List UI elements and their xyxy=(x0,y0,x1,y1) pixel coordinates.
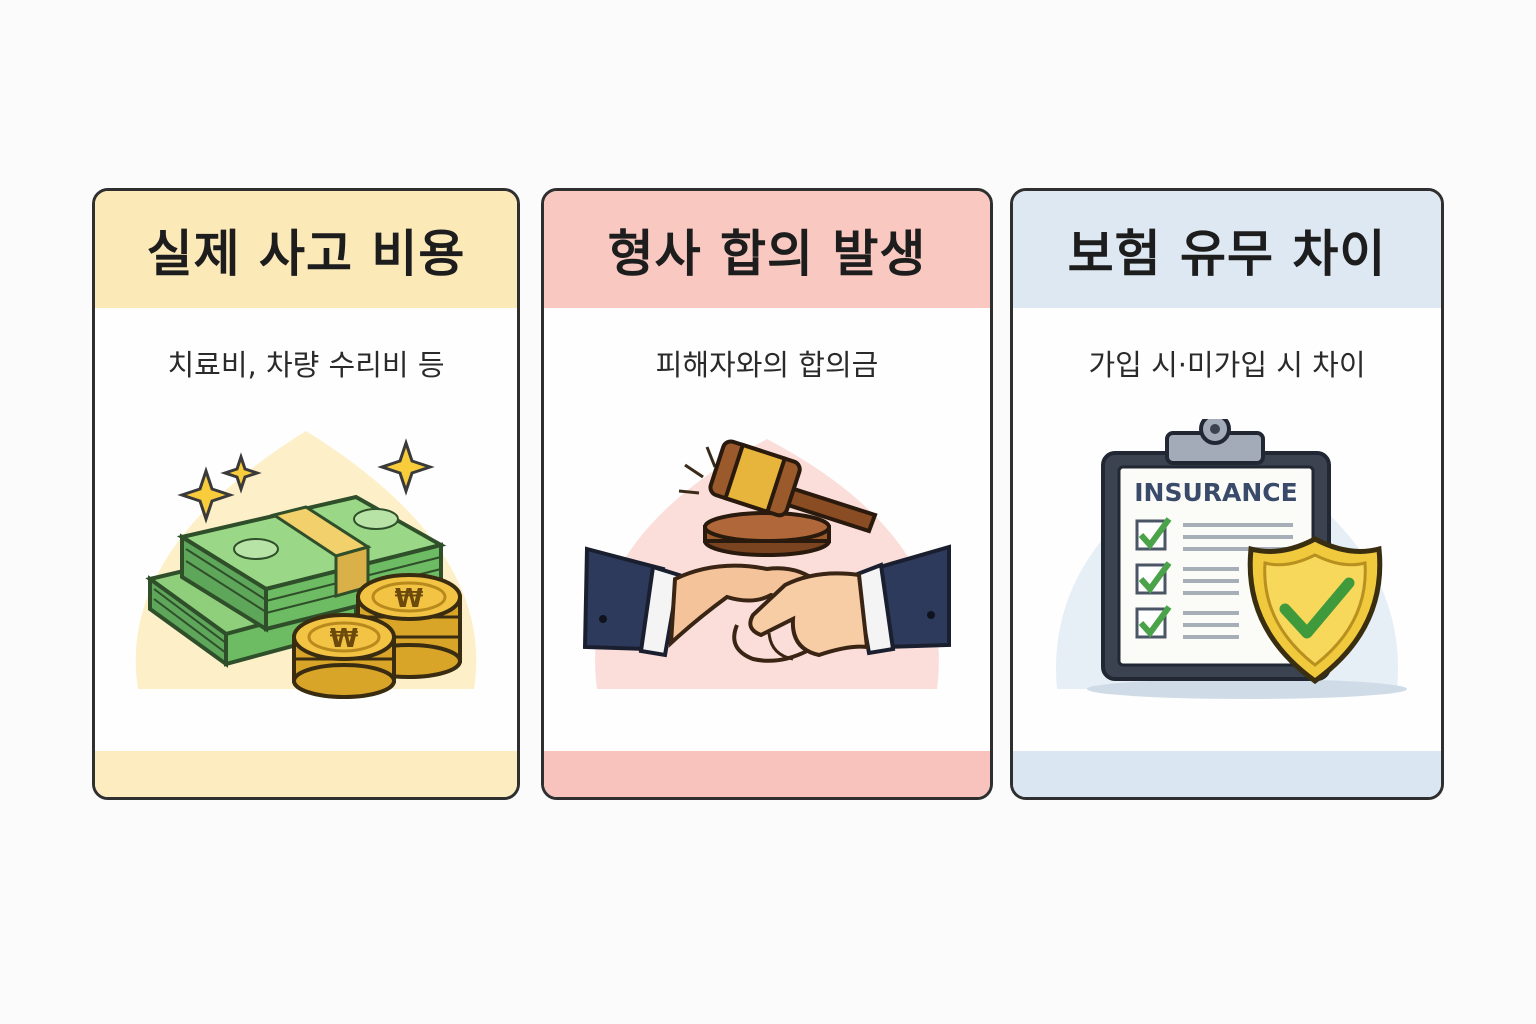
gavel-handshake-illustration xyxy=(544,419,990,719)
card-header: 실제 사고 비용 xyxy=(95,191,517,308)
insurance-label: INSURANCE xyxy=(1134,478,1297,507)
card-title: 실제 사고 비용 xyxy=(146,224,466,283)
card-subtitle: 가입 시·미가입 시 차이 xyxy=(1088,348,1366,382)
card-header: 형사 합의 발생 xyxy=(544,191,990,308)
money-stack-illustration: ₩ ₩ xyxy=(95,419,517,719)
coin-symbol: ₩ xyxy=(330,624,359,654)
card-header: 보험 유무 차이 xyxy=(1013,191,1441,308)
insurance-clipboard-illustration: INSURANCE xyxy=(1013,419,1441,719)
card-subtitle: 치료비, 차량 수리비 등 xyxy=(167,348,445,382)
money-stack-icon: ₩ ₩ xyxy=(135,431,477,699)
card-insurance-difference: 보험 유무 차이 가입 시·미가입 시 차이 INSURANCE xyxy=(1010,188,1444,800)
card-footer xyxy=(95,751,517,797)
card-footer xyxy=(544,751,990,797)
coin-symbol: ₩ xyxy=(395,584,424,614)
gavel-handshake-icon xyxy=(582,439,951,689)
card-subtitle: 피해자와의 합의금 xyxy=(655,348,879,382)
card-title: 보험 유무 차이 xyxy=(1067,224,1387,283)
card-criminal-settlement: 형사 합의 발생 피해자와의 합의금 xyxy=(541,188,993,800)
card-actual-accident-cost: 실제 사고 비용 치료비, 차량 수리비 등 xyxy=(92,188,520,800)
insurance-clipboard-icon: INSURANCE xyxy=(1056,419,1407,699)
card-footer xyxy=(1013,751,1441,797)
card-title: 형사 합의 발생 xyxy=(607,224,927,283)
